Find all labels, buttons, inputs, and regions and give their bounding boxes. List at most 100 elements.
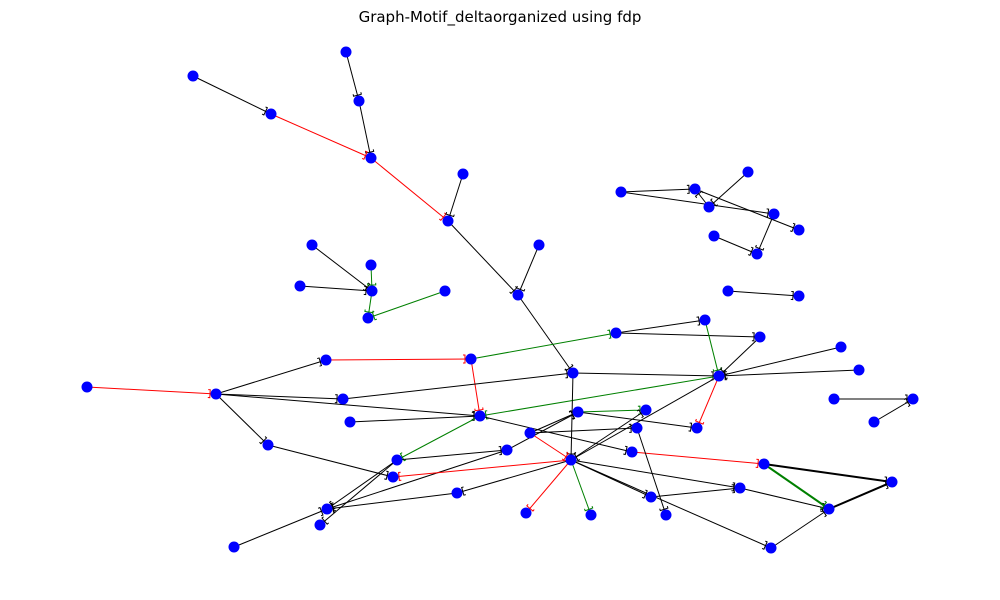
graph-node [722,285,734,297]
edge-arrowhead [755,458,759,468]
edge-arrowhead [362,282,371,292]
edge-arrowhead [710,198,718,207]
graph-node [340,46,352,58]
graph-node [439,285,451,297]
graph-node [314,519,326,531]
graph-node [645,491,657,503]
graph-edge [529,427,638,434]
edge-arrowhead [694,190,704,199]
graph-edge [708,171,749,208]
graph-node [366,285,378,297]
edge-arrowhead [755,244,765,251]
edge-arrowhead [462,354,466,364]
edge-arrowhead [903,397,911,407]
edge-arrowhead [688,422,693,432]
graph-node [524,427,536,439]
graph-node [187,70,199,82]
graph-node [768,208,780,220]
edge-arrowhead [461,486,466,496]
graph-edge [570,372,574,461]
edge-arrowhead [207,389,211,399]
graph-edge [345,51,360,102]
edge-arrowhead [334,394,338,404]
graph-edge [570,459,772,549]
graph-edge [873,398,914,423]
edge-arrowhead [361,150,368,160]
graph-node [615,186,627,198]
graph-node [210,388,222,400]
graph-node [765,542,777,554]
graph-node [703,201,715,213]
edge-arrowhead [761,540,768,550]
graph-edge [636,427,667,516]
graph-edge [694,188,800,231]
edge-arrowhead [686,184,690,194]
edge-arrowhead [352,92,362,97]
edge-arrowhead [321,516,330,525]
edge-arrowhead [367,282,377,286]
edge-arrowhead [751,332,755,342]
graph-node [868,416,880,428]
graph-node [565,454,577,466]
edge-arrowhead [561,451,569,461]
graph-edge [396,449,508,461]
graph-edge [215,359,327,395]
graph-node [391,454,403,466]
graph-node [533,239,545,251]
graph-edge [267,444,394,478]
edge-arrowhead [526,503,535,512]
graph-edge [631,451,765,465]
graph-node [708,230,720,242]
graph-edge [326,492,458,510]
graph-node [886,476,898,488]
graph-node [337,393,349,405]
edge-arrowhead [364,149,375,154]
edge-arrowhead [564,369,569,379]
graph-edge [570,459,741,489]
graph-edge [215,393,344,400]
graph-node [793,290,805,302]
graph-edge [349,415,481,423]
edge-arrowhead [641,489,648,499]
edge-arrowhead [498,446,502,456]
graph-edge [233,508,328,548]
edge-arrowhead [568,410,576,420]
graph-node [691,422,703,434]
graph-edge [326,459,398,510]
edge-arrowhead [724,371,728,381]
graph-title: Graph-Motif_deltaorganized using fdp [358,8,642,26]
edge-arrowhead [747,246,754,257]
graph-node [793,224,805,236]
graph-node [754,331,766,343]
graph-edge [367,290,446,319]
graph-edge [529,432,572,461]
graph-node [320,354,332,366]
edge-arrowhead [484,410,489,420]
graph-edge [456,459,572,494]
graph-node [362,312,374,324]
edge-arrowhead [584,505,594,512]
graph-edge [615,319,706,334]
graph-edge [770,508,830,549]
graph-node [365,152,377,164]
graph-edge [570,409,647,461]
edge-arrowhead [509,286,518,295]
graph-edge [739,487,830,510]
graph-edge [215,393,269,446]
graph-node [520,507,532,519]
graph-edge [506,411,579,451]
graph-node [465,353,477,365]
graph-node [853,364,865,376]
graph-node [585,509,597,521]
graph-node [660,509,672,521]
graph-edge [704,319,720,377]
graph-edge [756,213,775,255]
graph-node [501,444,513,456]
graph-node [751,248,763,260]
graph-node [626,446,638,458]
graph-node [567,367,579,379]
graph-node [81,381,93,393]
graph-edge [763,463,893,483]
edge-arrowhead [474,407,484,412]
